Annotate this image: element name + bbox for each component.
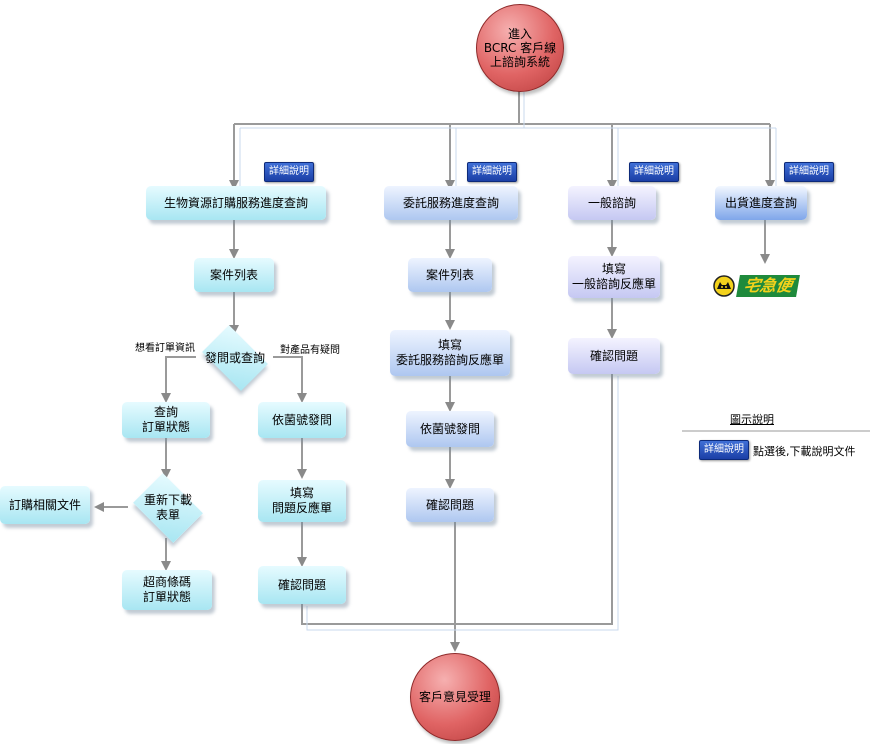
col1-barcode-order-status[interactable]: 超商條碼 訂單狀態 [122, 570, 212, 610]
header-shipment-tracking[interactable]: 出貨進度查詢 [715, 186, 807, 220]
col2-ask-by-strain[interactable]: 依菌號發問 [406, 411, 494, 447]
col1-decision-label: 發問或查詢 [204, 350, 265, 365]
takkyubin-logo[interactable]: 宅急便 [710, 275, 800, 297]
col3-confirm-question[interactable]: 確認問題 [568, 338, 660, 374]
details-badge-col4[interactable]: 詳細說明 [784, 162, 834, 182]
col2-case-list[interactable]: 案件列表 [408, 258, 492, 292]
details-badge-col1[interactable]: 詳細說明 [264, 162, 314, 182]
takkyubin-logo-text: 宅急便 [736, 275, 800, 297]
col2-fill-commission-form[interactable]: 填寫 委託服務諮詢反應單 [390, 330, 510, 376]
col1-case-list[interactable]: 案件列表 [194, 258, 274, 292]
details-badge-col2[interactable]: 詳細說明 [467, 162, 517, 182]
start-node: 進入 BCRC 客戶線 上諮詢系統 [476, 4, 564, 92]
col1-redownload-form[interactable]: 重新下載 表單 [128, 473, 208, 543]
legend-text: 點選後,下載說明文件 [753, 445, 856, 458]
col1-query-order-status[interactable]: 查詢 訂單狀態 [122, 402, 210, 438]
col1-fill-question-form[interactable]: 填寫 問題反應單 [258, 480, 346, 522]
col1-right-branch-label: 對產品有疑問 [280, 345, 340, 356]
details-badge-col3[interactable]: 詳細說明 [629, 162, 679, 182]
end-node: 客戶意見受理 [410, 653, 500, 741]
legend-divider [682, 430, 870, 432]
col2-confirm-question[interactable]: 確認問題 [406, 488, 494, 522]
header-general-inquiry[interactable]: 一般諮詢 [568, 186, 656, 220]
legend-title: 圖示說明 [730, 413, 774, 426]
col1-confirm-question[interactable]: 確認問題 [258, 566, 346, 604]
col1-decision-ask-or-query: 發問或查詢 [196, 325, 274, 391]
col3-fill-general-form[interactable]: 填寫 一般諮詢反應單 [568, 256, 660, 298]
col1-left-branch-label: 想看訂單資訊 [135, 343, 195, 354]
col1-order-documents[interactable]: 訂購相關文件 [0, 486, 90, 524]
legend-details-badge: 詳細說明 [699, 440, 749, 460]
header-bio-resource-order[interactable]: 生物資源訂購服務進度查詢 [146, 186, 326, 220]
col1-redownload-label: 重新下載 表單 [143, 493, 192, 522]
black-cat-icon [713, 275, 735, 297]
header-commission-service[interactable]: 委託服務進度查詢 [384, 186, 518, 220]
col1-ask-by-strain[interactable]: 依菌號發問 [258, 402, 346, 438]
